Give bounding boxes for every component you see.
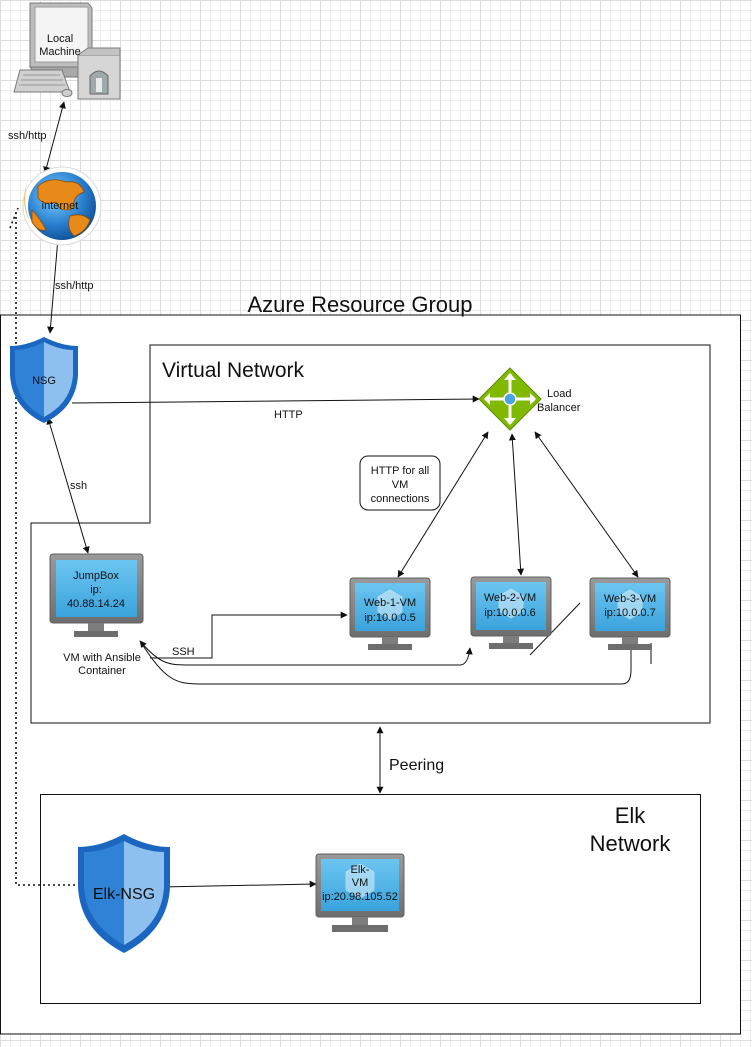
edge-internet-nsg	[47, 237, 61, 334]
resource-group-title: Azure Resource Group	[248, 292, 473, 317]
http-note-box	[359, 455, 441, 511]
nsg-shield-icon[interactable]	[10, 337, 78, 423]
web3-name: Web-3-VM	[604, 593, 656, 605]
edge-lb-web1	[397, 431, 489, 578]
edge-label-nsg-jumpbox: ssh	[70, 480, 87, 492]
edge-nsg-jumpbox	[46, 417, 90, 554]
edge-elk-nsg-elk-vm	[159, 880, 317, 888]
web2-vm-monitor-icon[interactable]	[470, 576, 552, 649]
edge-lb-web3	[534, 431, 639, 578]
web3-vm-monitor-icon[interactable]	[589, 577, 671, 650]
load-balancer-label-line2: Balancer	[537, 402, 581, 414]
elk-vm-monitor-icon[interactable]	[315, 853, 405, 932]
edge-local-internet	[43, 101, 66, 174]
elk-network-title-line2: Network	[590, 831, 672, 856]
virtual-network-title: Virtual Network	[162, 359, 304, 382]
elk-network-title-line1: Elk	[615, 803, 647, 828]
web1-ip: ip:10.0.0.5	[364, 612, 415, 624]
edge-jumpbox-web1	[150, 611, 348, 659]
note-line2: VM	[392, 479, 409, 491]
edge-nsg-load-balancer	[71, 395, 480, 404]
load-balancer-label-line1: Load	[547, 388, 571, 400]
edge-lb-web2	[508, 433, 525, 576]
internet-globe-icon[interactable]	[22, 166, 102, 246]
local-machine-computer-icon[interactable]	[13, 2, 121, 100]
edge-label-nsg-lb: HTTP	[274, 409, 303, 421]
load-balancer-icon[interactable]	[478, 367, 542, 431]
jumpbox-vm-monitor-icon[interactable]	[49, 553, 144, 637]
elk-nsg-shield-icon[interactable]	[78, 834, 170, 953]
elk-nsg-label: Elk-NSG	[93, 886, 155, 903]
web2-ip: ip:10.0.0.6	[484, 607, 535, 619]
internet-label: internet	[42, 200, 79, 212]
web3-ip: ip:10.0.0.7	[604, 607, 655, 619]
jumpbox-ip-line2: 40.88.14.24	[67, 598, 125, 610]
dotted-connector-internet-to-elk-nsg	[9, 207, 82, 886]
edge-jumpbox-web3	[139, 623, 635, 685]
elk-vm-label-line2: VM	[352, 877, 369, 889]
edge-label-local-internet: ssh/http	[8, 130, 47, 142]
edge-label-internet-nsg: ssh/http	[55, 280, 94, 292]
local-machine-label-line2: Machine	[39, 46, 81, 58]
web1-vm-monitor-icon[interactable]	[349, 577, 431, 650]
jumpbox-name: JumpBox	[73, 570, 119, 582]
jumpbox-caption-line2: Container	[78, 665, 126, 677]
note-line1: HTTP for all	[371, 465, 429, 477]
note-line3: connections	[371, 493, 430, 505]
local-machine-label-line1: Local	[47, 33, 73, 45]
jumpbox-caption-line1: VM with Ansible	[63, 652, 141, 664]
nsg-label: NSG	[32, 375, 56, 387]
jumpbox-ip-line1: ip:	[90, 584, 102, 596]
stray-line-web2	[529, 602, 581, 656]
elk-vm-ip: ip:20.98.105.52	[322, 891, 398, 903]
web1-name: Web-1-VM	[364, 597, 416, 609]
web2-name: Web-2-VM	[484, 592, 536, 604]
edge-label-jumpbox-webs: SSH	[172, 646, 195, 658]
edge-jumpbox-web2	[139, 640, 473, 666]
elk-vm-label-line1: Elk-	[351, 864, 370, 876]
edge-label-peering: Peering	[389, 757, 444, 774]
